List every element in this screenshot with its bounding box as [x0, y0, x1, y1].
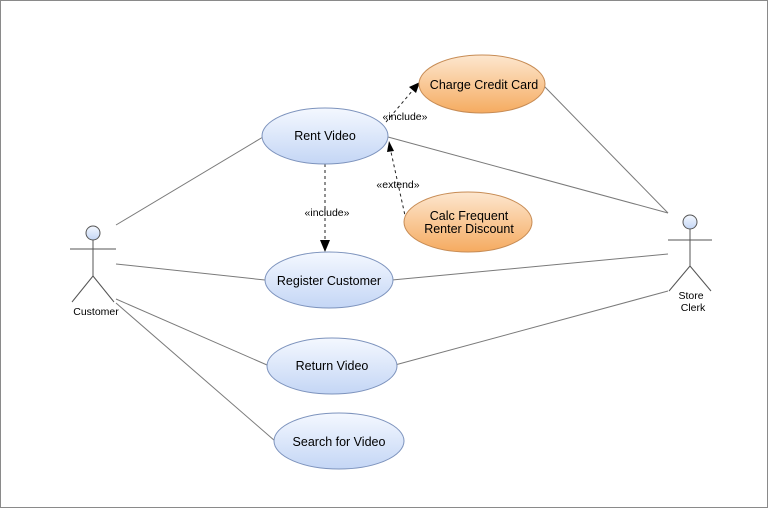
arrowhead-icon [320, 240, 330, 252]
assoc-customer-rent-video[interactable] [115, 136, 264, 226]
assoc-customer-search-for-video[interactable] [115, 302, 276, 442]
use-case-ellipse [418, 54, 546, 114]
use-case-label-line1: Calc Frequent [430, 209, 509, 223]
actor-store-clerk[interactable]: Store Clerk [668, 214, 712, 314]
use-case-ellipse [273, 412, 405, 470]
use-case-ellipse [403, 191, 533, 253]
include-rent-charge-line[interactable] [385, 89, 414, 123]
actor-label: Customer [73, 306, 119, 318]
use-case-label: Search for Video [293, 435, 386, 449]
use-case-ellipse [261, 107, 389, 165]
use-case-charge-credit-card[interactable]: Charge Credit Card [418, 54, 546, 114]
use-case-label: Return Video [296, 359, 369, 373]
use-case-rent-video[interactable]: Rent Video [261, 107, 389, 165]
include-rent-charge-label: «include» [383, 111, 428, 123]
use-case-label: Register Customer [277, 274, 381, 288]
use-case-label: Charge Credit Card [430, 78, 538, 92]
use-case-label: Rent Video [294, 129, 356, 143]
assoc-clerk-charge-credit-card[interactable] [543, 85, 669, 214]
assoc-clerk-rent-video[interactable] [387, 136, 669, 214]
arrowhead-icon [387, 141, 394, 152]
assoc-clerk-return-video[interactable] [394, 290, 669, 366]
use-case-register-customer[interactable]: Register Customer [264, 251, 394, 309]
use-case-ellipse [266, 337, 398, 395]
stick-figure-icon [668, 214, 712, 292]
stick-figure-icon [70, 225, 116, 303]
use-case-calc-frequent-renter-discount[interactable]: Calc Frequent Renter Discount [403, 191, 533, 253]
arrowhead-icon [409, 82, 420, 93]
assoc-clerk-register-customer[interactable] [391, 253, 669, 281]
assoc-customer-return-video[interactable] [115, 298, 268, 366]
use-case-search-for-video[interactable]: Search for Video [273, 412, 405, 470]
use-case-return-video[interactable]: Return Video [266, 337, 398, 395]
use-case-ellipse [264, 251, 394, 309]
include-rent-register-label: «include» [305, 207, 350, 219]
extend-calc-rent-label: «extend» [376, 179, 419, 191]
actor-label-line1: Store [678, 290, 703, 302]
assoc-customer-register-customer[interactable] [115, 263, 266, 281]
use-case-label-line2: Renter Discount [424, 222, 514, 236]
actor-customer[interactable]: Customer [70, 225, 119, 318]
actor-label-line2: Clerk [681, 302, 706, 314]
